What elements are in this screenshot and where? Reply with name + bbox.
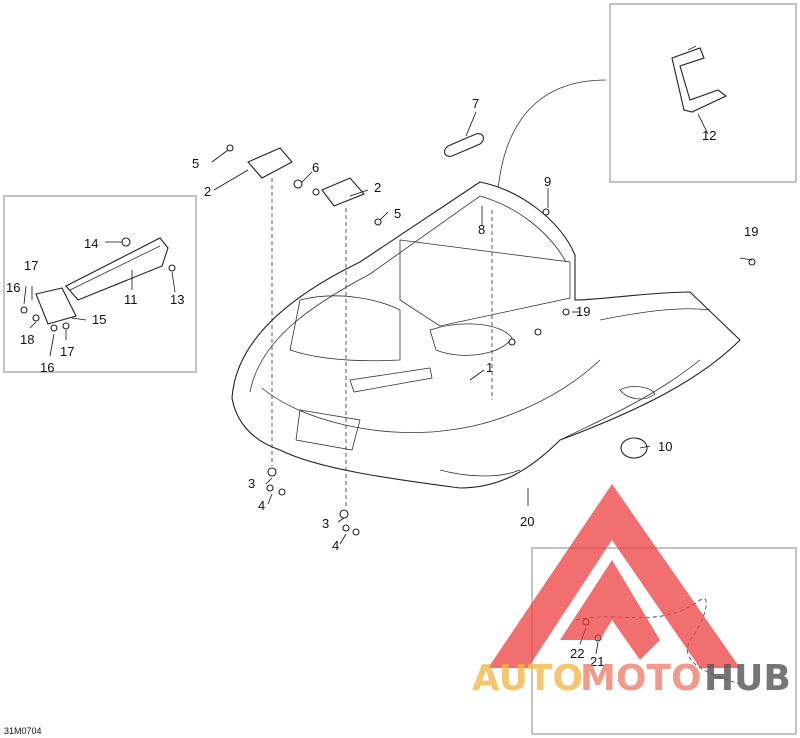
label-19: 19 <box>744 224 758 239</box>
label-21: 21 <box>590 654 604 669</box>
watermark-word-auto: AUTO <box>472 658 583 699</box>
inset-frame-bottom <box>531 547 797 735</box>
label-22: 22 <box>570 646 584 661</box>
label-16: 16 <box>40 360 54 375</box>
label-18: 18 <box>20 332 34 347</box>
part-labels: 1 2 2 3 3 4 4 5 5 6 7 8 9 10 11 12 13 14… <box>6 96 758 669</box>
label-15: 15 <box>92 312 106 327</box>
label-10: 10 <box>658 439 672 454</box>
inset-frame-12 <box>609 3 797 183</box>
diagram-code: 31M0704 <box>4 726 42 736</box>
label-4: 4 <box>332 538 339 553</box>
label-12: 12 <box>702 128 716 143</box>
label-17: 17 <box>24 258 38 273</box>
bracket-11 <box>65 237 169 301</box>
watermark-logo <box>488 484 740 668</box>
watermark-word-hub: HUB <box>704 658 791 699</box>
label-8: 8 <box>478 222 485 237</box>
label-5: 5 <box>394 206 401 221</box>
label-9: 9 <box>544 174 551 189</box>
label-17: 17 <box>60 344 74 359</box>
label-19: 19 <box>576 304 590 319</box>
bracket-2-left <box>247 147 293 179</box>
bracket-2-right <box>321 177 365 207</box>
label-1: 1 <box>486 360 493 375</box>
leader-lines <box>23 111 753 655</box>
label-6: 6 <box>312 160 319 175</box>
center-lines <box>271 178 493 508</box>
inset-frame-left <box>3 195 197 373</box>
label-7: 7 <box>472 96 479 111</box>
label-20: 20 <box>520 514 534 529</box>
grommet-10 <box>620 437 648 459</box>
label-5: 5 <box>192 156 199 171</box>
label-3: 3 <box>322 516 329 531</box>
belly-pan <box>231 181 741 489</box>
bracket-12 <box>671 45 728 113</box>
label-2: 2 <box>204 184 211 199</box>
label-4: 4 <box>258 498 265 513</box>
watermark-triangle <box>488 484 740 668</box>
label-3: 3 <box>248 476 255 491</box>
plate-15 <box>35 287 77 325</box>
label-16: 16 <box>6 280 20 295</box>
tether-cable <box>575 598 741 685</box>
label-13: 13 <box>170 292 184 307</box>
label-2: 2 <box>374 180 381 195</box>
plate-7 <box>443 133 485 157</box>
watermark-word-moto: MOTO <box>580 658 702 699</box>
watermark-inner <box>560 560 660 660</box>
connector-curve <box>497 79 607 191</box>
label-14: 14 <box>84 236 98 251</box>
label-11: 11 <box>124 292 138 307</box>
